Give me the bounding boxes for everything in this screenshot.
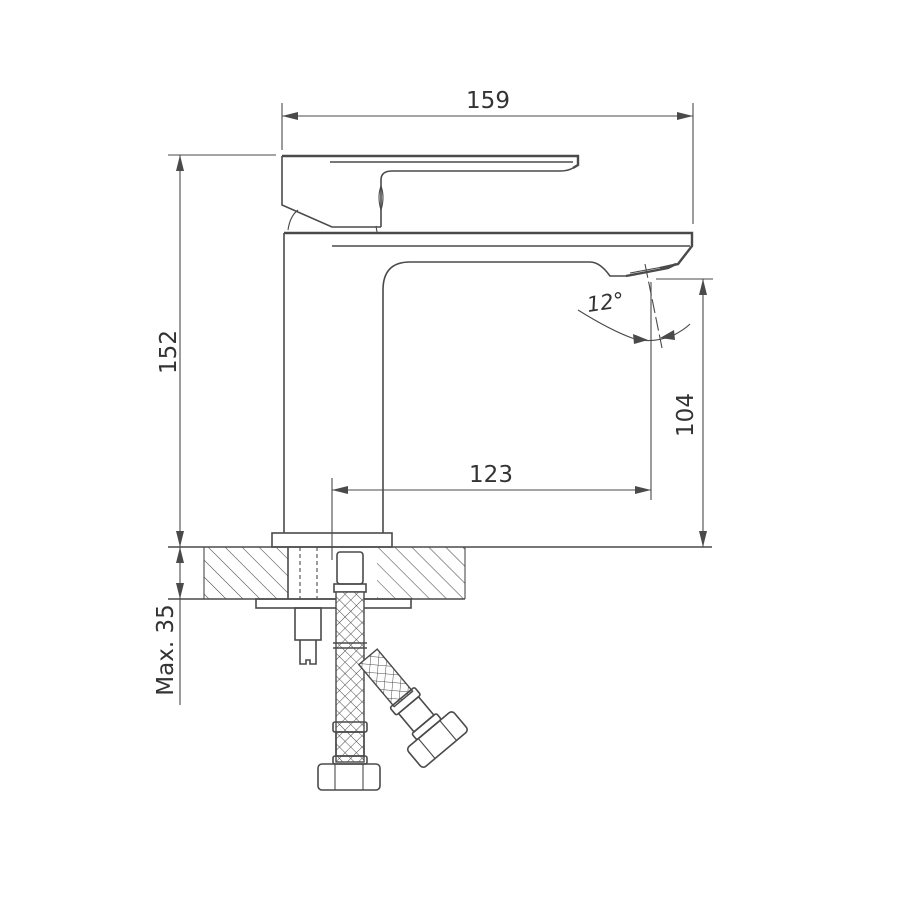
dimension-spout-reach: 123 [331, 282, 652, 560]
width-value: 159 [466, 88, 510, 114]
spout-height-value: 104 [673, 393, 699, 437]
dimension-overall-width: 159 [281, 88, 694, 224]
countertop-section [168, 546, 712, 600]
lever-handle [281, 154, 580, 233]
angle-value: 12° [585, 288, 625, 317]
mounting-stud [255, 547, 412, 665]
dimension-spout-height: 104 [656, 278, 713, 547]
dimension-overall-height: 152 [156, 154, 276, 547]
faucet-body [283, 231, 694, 533]
height-value: 152 [156, 330, 182, 374]
supply-hose-angled [357, 648, 468, 768]
supply-hose-straight [317, 551, 381, 791]
max-thickness-value: Max. 35 [153, 604, 179, 695]
reach-value: 123 [469, 462, 513, 488]
dimension-spout-angle: 12° [577, 263, 691, 349]
dimension-countertop-thickness: Max. 35 [153, 547, 184, 705]
